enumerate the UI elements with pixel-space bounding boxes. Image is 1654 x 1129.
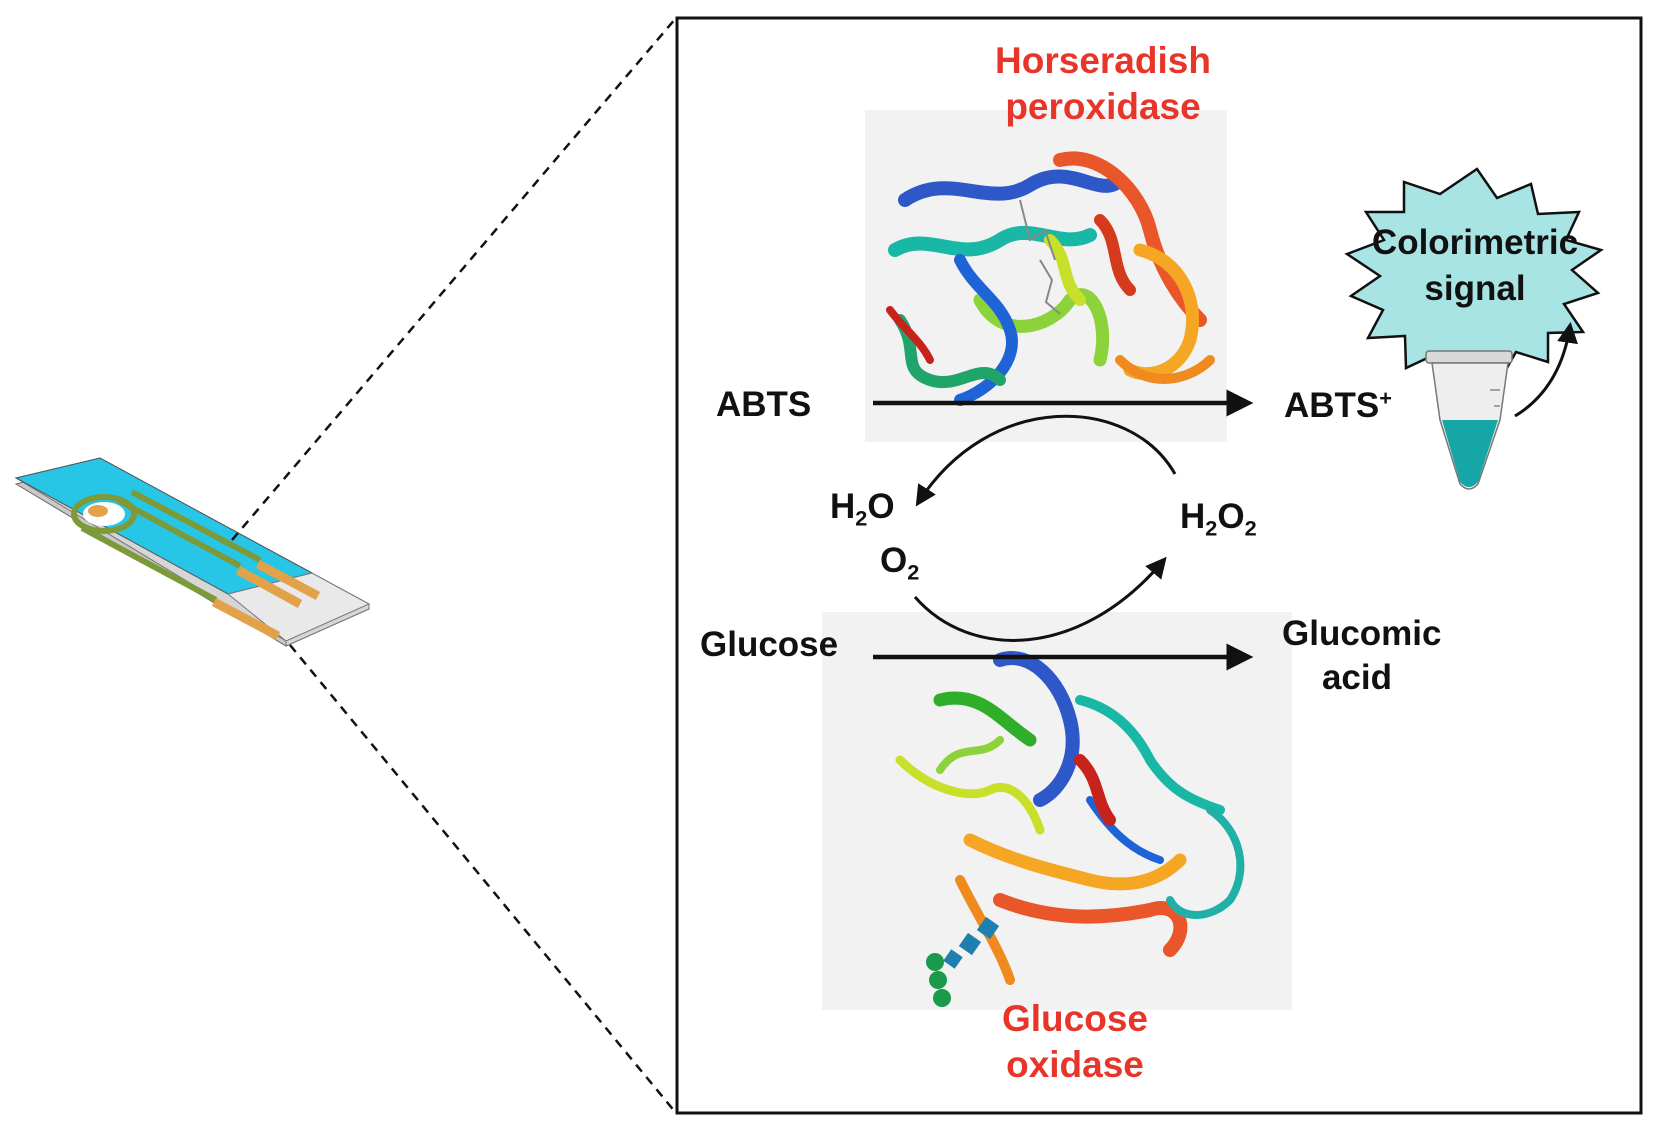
o2-o: O [880, 541, 908, 580]
h2o2-label: H2O2 [1180, 499, 1257, 539]
h2o2-sub1: 2 [1205, 515, 1218, 541]
o2-to-h2o2-arrow [913, 556, 1167, 642]
abts-plus-label: ABTS+ [1284, 387, 1392, 423]
glucose-label: Glucose [700, 625, 839, 664]
product-label-line1: Glucomic [1282, 614, 1442, 653]
product-label-line2: acid [1321, 657, 1393, 697]
h2o2-to-h2o-arrow [915, 414, 1177, 507]
h2o-h: H [830, 487, 856, 526]
h2o2-o: O [1217, 497, 1245, 536]
gox-label: Glucose oxidase [950, 996, 1200, 1089]
gox-label-line2: oxidase [1006, 1044, 1144, 1086]
hrp-structure-icon [865, 110, 1227, 442]
microcentrifuge-tube-icon [1425, 350, 1513, 490]
signal-label: Colorimetric signal [1355, 220, 1595, 311]
gox-label-line1: Glucose [1002, 998, 1148, 1039]
signal-label-line1: Colorimetric [1371, 223, 1579, 262]
hrp-label-line1: Horseradish [995, 40, 1211, 81]
h2o2-sub2: 2 [1244, 515, 1257, 541]
product-label: Glucomic acid [1282, 612, 1442, 700]
zoom-line-bottom [289, 644, 677, 1114]
signal-label-line2: signal [1424, 268, 1526, 308]
gox-structure-icon [822, 612, 1292, 1010]
abts-plus-charge: + [1379, 385, 1392, 410]
o2-sub: 2 [907, 559, 920, 585]
h2o2-h: H [1180, 497, 1206, 536]
h2o-label: H2O [830, 489, 895, 529]
screen-printed-electrode-icon [14, 457, 371, 647]
signal-arrow [1514, 321, 1578, 418]
o2-label: O2 [880, 543, 919, 583]
h2o-o: O [867, 487, 895, 526]
hrp-label-line2: peroxidase [1005, 86, 1201, 128]
h2o-sub: 2 [855, 505, 868, 531]
abts-plus-base: ABTS [1284, 385, 1380, 425]
zoom-line-top [231, 17, 677, 541]
abts-label: ABTS [716, 385, 812, 424]
hrp-label: Horseradish peroxidase [958, 38, 1248, 131]
